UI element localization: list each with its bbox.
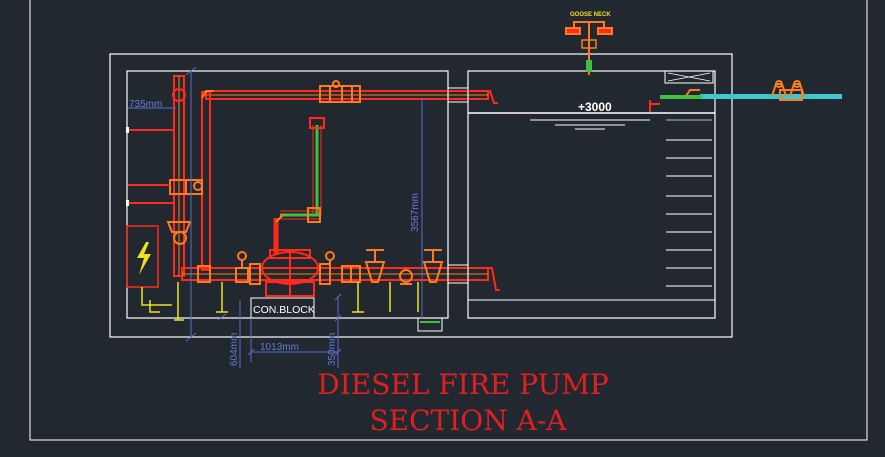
fill-pipe-cyan	[700, 94, 842, 99]
bypass-valve-right	[307, 207, 321, 223]
pump-flanges	[249, 263, 331, 285]
dim-604-label: 604mm	[229, 333, 240, 366]
concrete-block	[250, 297, 315, 319]
dim-1013-label: 1013mm	[260, 342, 299, 353]
gate-valve-1	[364, 249, 386, 283]
manhole-cross	[667, 72, 711, 82]
panel-conduit-2	[149, 300, 160, 313]
fill-valve-group	[771, 80, 805, 101]
dim-350-label: 350mm	[327, 333, 338, 366]
goose-neck-pipe-green	[586, 60, 592, 72]
gate-valve-2	[422, 249, 444, 283]
pressure-relief	[399, 269, 413, 285]
goose-neck-label: GOOSE NECK	[570, 12, 611, 18]
main-line-outlet-elbow	[478, 267, 500, 291]
drain-pit	[417, 317, 443, 332]
panel-conduit	[141, 287, 172, 306]
fire-pump-body	[261, 249, 319, 297]
main-line-wall-sleeve	[447, 264, 469, 284]
suction-gauge	[235, 251, 249, 283]
bypass-horizontal-outline	[280, 210, 320, 220]
bypass-valve-top	[309, 117, 325, 129]
bypass-drop-elbow	[275, 213, 285, 223]
level-label: +3000	[578, 100, 612, 114]
manhole-cover	[664, 70, 714, 84]
goose-neck-flange	[581, 39, 597, 49]
strainer-left	[197, 265, 211, 283]
tank-ladder	[666, 139, 712, 287]
dim-left-ticks	[185, 66, 197, 342]
dim-735-label: 735mm	[129, 99, 162, 110]
pipe-supports	[174, 282, 419, 321]
fill-pipe-bend	[649, 100, 660, 112]
riser-elbow-top	[201, 90, 214, 99]
header-wall-sleeve	[447, 87, 469, 103]
lightning-bolt-icon	[137, 242, 151, 275]
header-valve-cluster	[319, 80, 361, 103]
pressure-switch-assembly	[166, 179, 203, 245]
outer-wall-section	[109, 53, 733, 338]
wall-tap-ends	[126, 127, 129, 206]
wall-branch-taps	[128, 129, 174, 204]
jockey-top-valve	[172, 88, 186, 102]
con-block-label: CON.BLOCK	[253, 304, 315, 316]
fill-pipe-green	[660, 95, 702, 99]
fill-pipe-elbow	[685, 89, 700, 97]
drawing-title: DIESEL FIRE PUMP	[317, 368, 608, 401]
drawing-subtitle: SECTION A-A	[369, 404, 567, 437]
drawing-border	[29, 0, 868, 441]
bypass-pipe-outline	[312, 125, 322, 215]
discharge-gauge	[325, 251, 335, 268]
dim-3567-label: 3567mm	[410, 193, 421, 232]
dim-bottom-ticks	[217, 293, 342, 322]
header-outlet-elbow	[480, 90, 498, 104]
check-valve	[341, 265, 361, 283]
riser-pipe-left	[201, 91, 211, 271]
